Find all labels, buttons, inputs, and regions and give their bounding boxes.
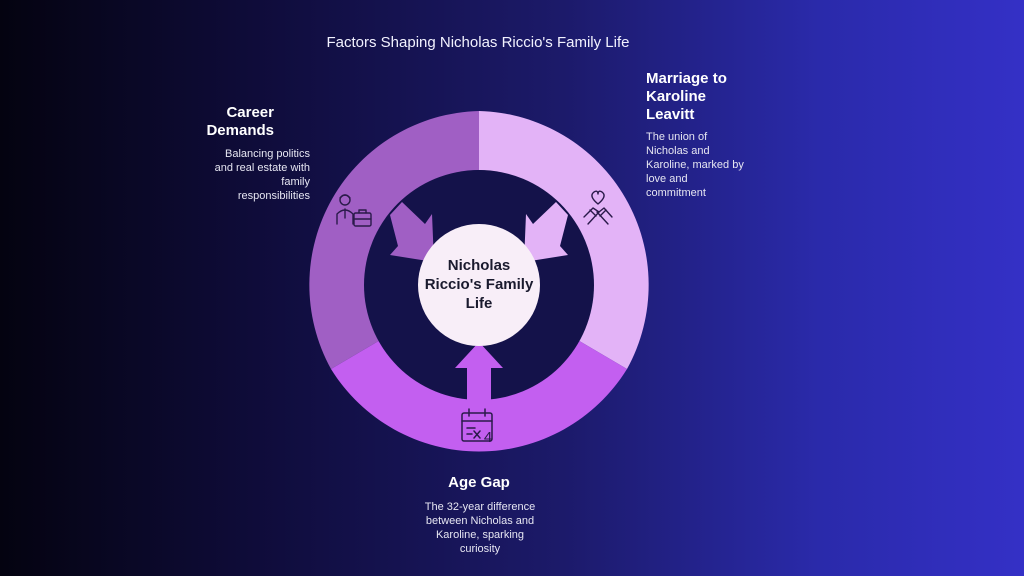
marriage-heading-line2: Karoline [646, 88, 707, 105]
center-label-line2: Riccio's Family [425, 276, 534, 293]
businessperson-briefcase-icon [336, 194, 372, 227]
diagram-title: Factors Shaping Nicholas Riccio's Family… [326, 34, 630, 51]
segment-marriage[interactable] [479, 111, 649, 369]
age-gap-heading: Age Gap [448, 474, 510, 491]
marriage-description: The union of Nicholas and Karoline, mark… [646, 131, 744, 199]
calendar-times-four-icon [461, 408, 493, 442]
center-circle [418, 224, 540, 346]
center-label-line3: Life [466, 295, 493, 312]
arrow-career [390, 202, 434, 262]
career-description: Balancing politics and real estate with … [214, 148, 310, 202]
career-heading-line1: Career [226, 104, 274, 121]
age-gap-description: The 32-year difference between Nicholas … [424, 501, 536, 555]
marriage-heading-line1: Marriage to [646, 70, 727, 87]
center-label-line1: Nicholas [448, 257, 511, 274]
segment-career[interactable] [309, 111, 479, 369]
career-heading-line2: Demands [206, 122, 274, 139]
career-heading: Career Demands [190, 104, 274, 140]
arrow-age-gap [455, 342, 503, 406]
arrow-marriage [524, 202, 568, 262]
marriage-heading: Marriage to Karoline Leavitt [646, 70, 756, 124]
marriage-heading-line3: Leavitt [646, 106, 695, 123]
heart-hands-icon [583, 190, 613, 225]
calendar-four-glyph: 4 [484, 429, 492, 446]
